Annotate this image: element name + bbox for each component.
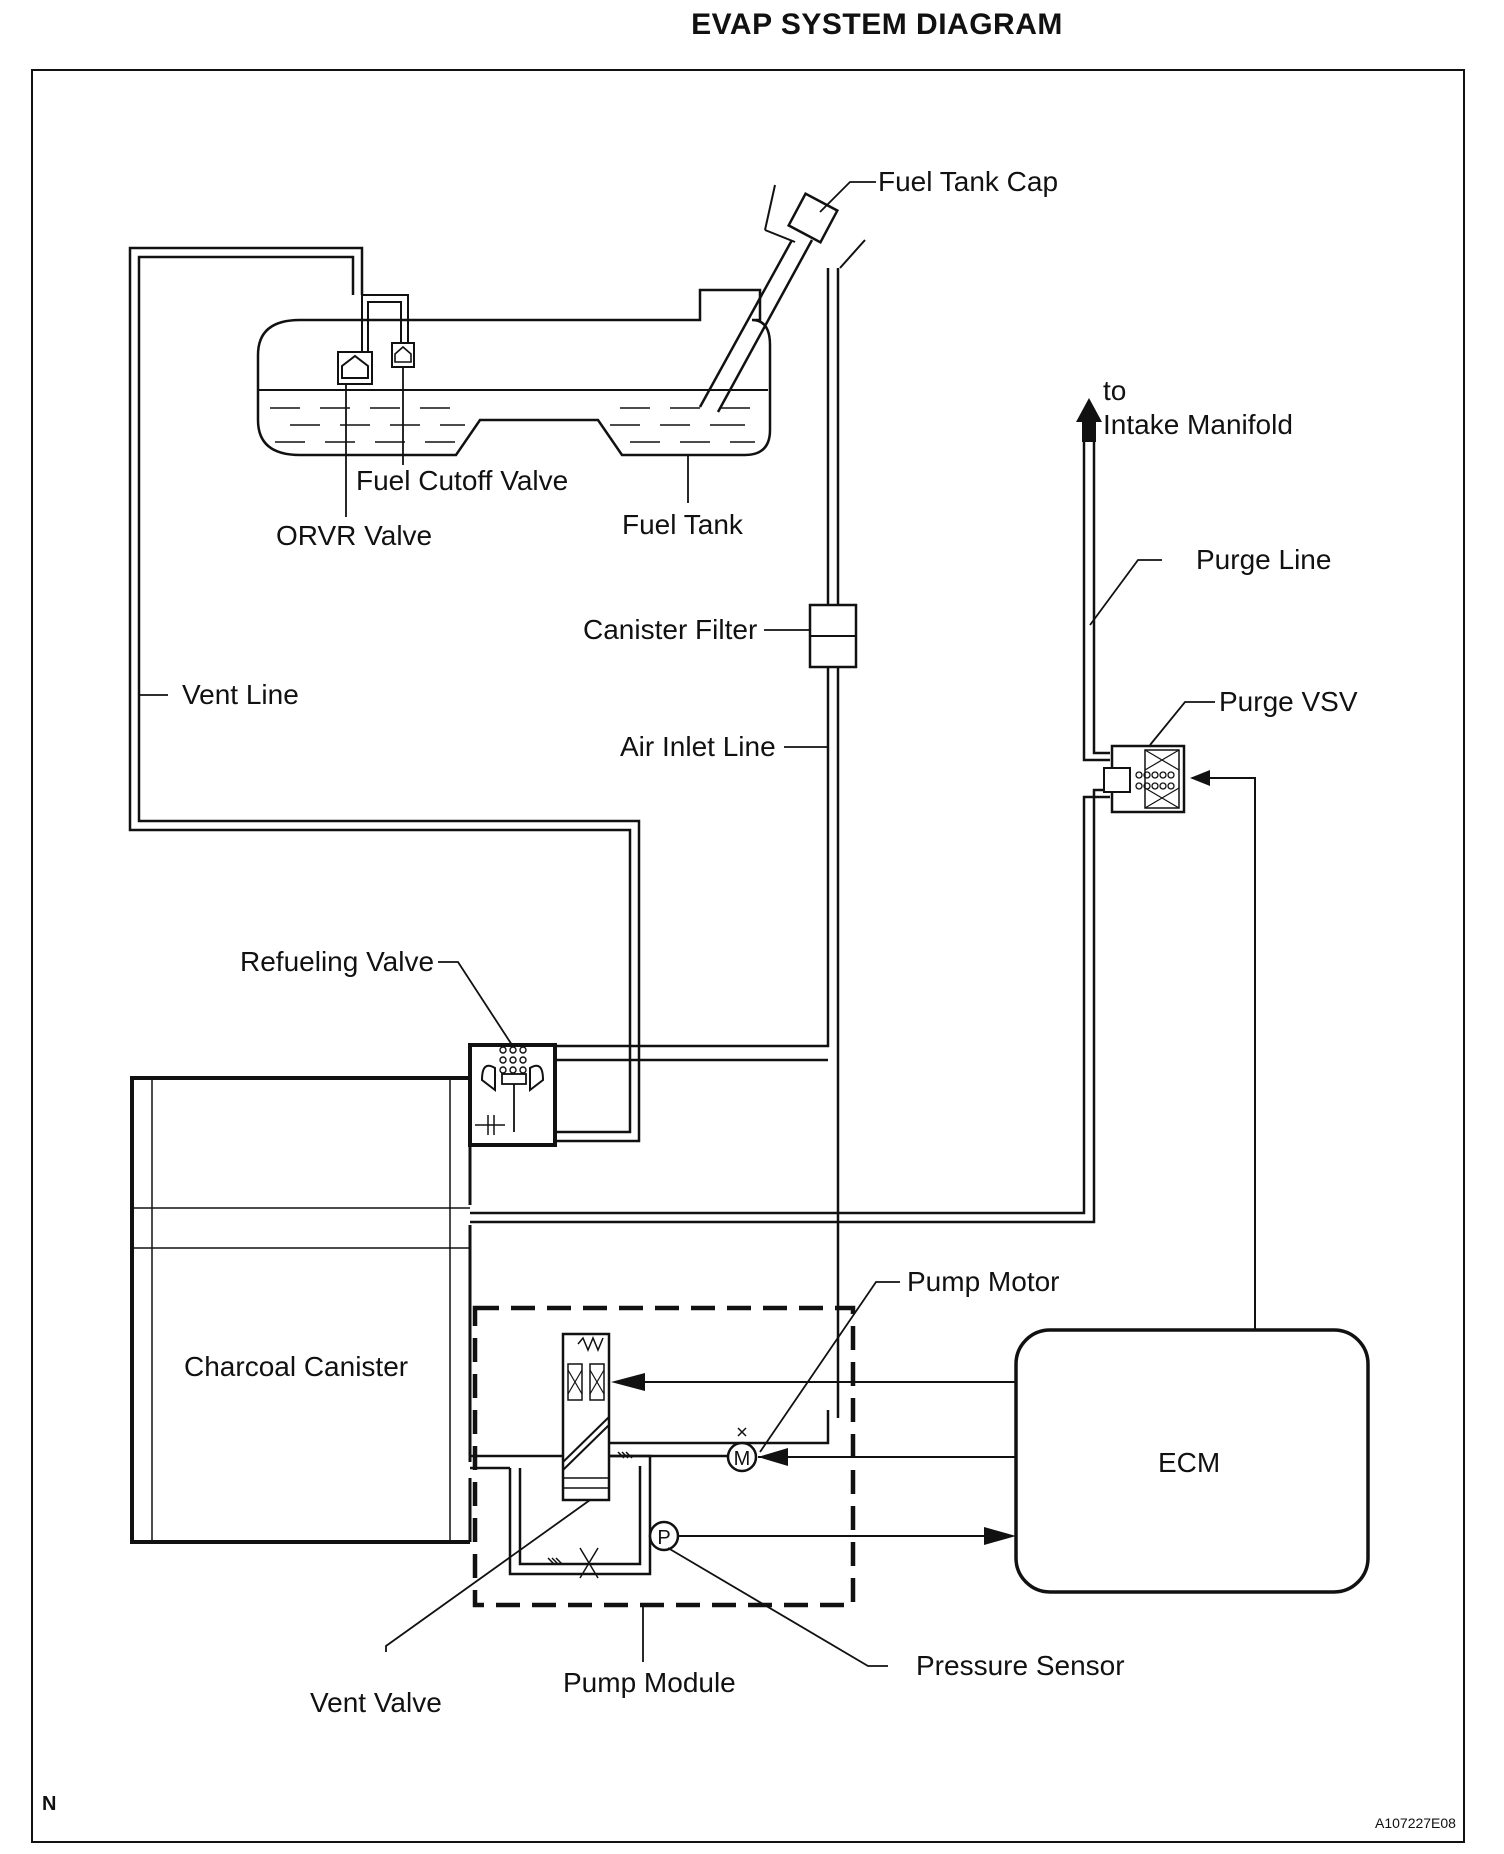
label-canister-filter: Canister Filter <box>583 614 757 645</box>
outer-frame <box>31 69 1465 1843</box>
charcoal-canister <box>130 1076 555 1544</box>
figure-id: A107227E08 <box>1375 1815 1456 1831</box>
label-purge-vsv: Purge VSV <box>1219 686 1358 717</box>
diagram-title: EVAP SYSTEM DIAGRAM <box>691 8 1063 41</box>
signal-arrows <box>626 1381 1016 1537</box>
label-purge-line: Purge Line <box>1196 544 1331 575</box>
label-orvr-valve: ORVR Valve <box>276 520 432 551</box>
label-intake-manifold: Intake Manifold <box>1103 409 1293 440</box>
label-fuel-tank-cap: Fuel Tank Cap <box>878 166 1058 197</box>
label-vent-line: Vent Line <box>182 679 299 710</box>
ecm-box <box>1014 1328 1370 1594</box>
pump-motor-symbol: M <box>726 1441 758 1473</box>
label-charcoal-canister: Charcoal Canister <box>184 1351 408 1382</box>
label-vent-valve: Vent Valve <box>310 1687 442 1718</box>
label-to: to <box>1103 375 1126 406</box>
arrowheads <box>611 1373 1016 1545</box>
label-pump-motor: Pump Motor <box>907 1266 1060 1297</box>
label-fuel-tank: Fuel Tank <box>622 509 744 540</box>
label-fuel-cutoff-valve: Fuel Cutoff Valve <box>356 465 568 496</box>
pump-module-internals <box>470 1418 830 1576</box>
label-pressure-sensor: Pressure Sensor <box>916 1650 1125 1681</box>
intake-arrow <box>1076 398 1102 442</box>
refueling-valve-symbol <box>468 1043 557 1147</box>
pipes <box>128 246 1110 1418</box>
fuel-tank <box>256 288 772 457</box>
check-symbols <box>547 1427 747 1579</box>
fuel-cutoff-valve-symbol <box>391 342 415 368</box>
motor-symbol-letter: M <box>734 1448 751 1470</box>
pressure-sensor-symbol: P <box>648 1520 680 1552</box>
vent-valve-symbol <box>561 1332 611 1502</box>
corner-mark: N <box>42 1793 56 1815</box>
label-air-inlet-line: Air Inlet Line <box>620 731 776 762</box>
orvr-valve-symbol <box>337 351 373 385</box>
label-pump-module: Pump Module <box>563 1667 736 1698</box>
label-ecm: ECM <box>1158 1447 1220 1478</box>
label-refueling-valve: Refueling Valve <box>240 946 434 977</box>
leader-lines <box>138 181 1215 1667</box>
purge-vsv-symbol <box>1103 744 1186 814</box>
pressure-symbol-letter: P <box>657 1527 670 1549</box>
